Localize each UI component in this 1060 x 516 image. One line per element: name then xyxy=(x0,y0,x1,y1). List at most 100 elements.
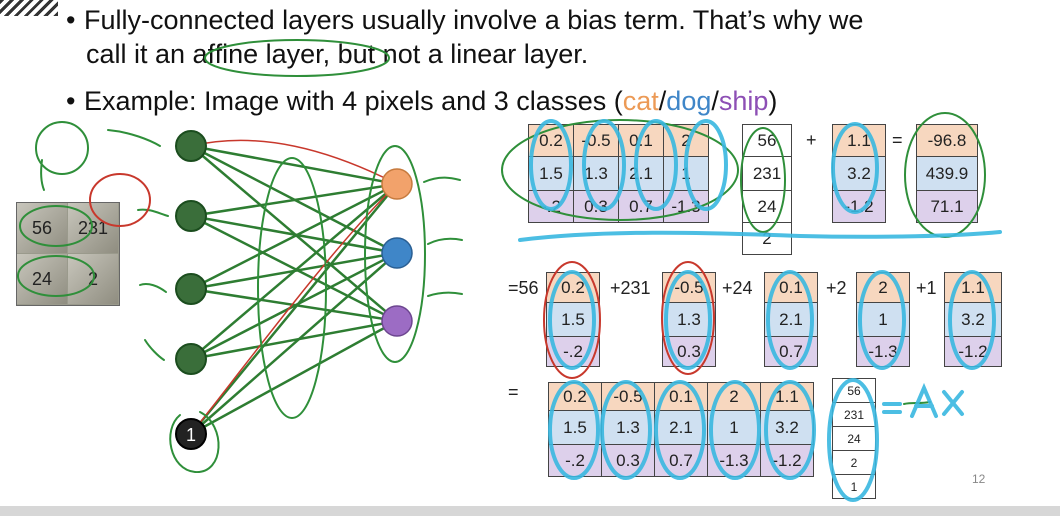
bias-edge xyxy=(190,319,398,436)
bullet2-suffix: ) xyxy=(768,86,778,116)
pixel-cell: 2 xyxy=(68,254,118,304)
weight-edge xyxy=(190,144,398,186)
class-dog: dog xyxy=(666,86,712,116)
highlight-edge xyxy=(190,139,398,185)
cyan-letter-stroke xyxy=(910,382,938,418)
matrix-cell: -.2 xyxy=(528,190,574,223)
vector-cell: 71.1 xyxy=(916,190,978,223)
output-node-cat xyxy=(381,168,413,200)
bullet-line-1-continued: call it an affine layer, but not a linea… xyxy=(86,39,589,69)
bullet-dot: • xyxy=(66,86,76,116)
column-vector: 0.2 1.5 -.2 xyxy=(546,272,600,367)
matrix-cell: -.2 xyxy=(548,444,602,477)
ink-stroke xyxy=(903,401,931,405)
vector-cell: 3.2 xyxy=(944,302,1002,337)
equals-operator: = xyxy=(508,382,519,402)
matrix-cell: 0.2 xyxy=(528,124,574,157)
bias-node-circle xyxy=(169,411,220,474)
ink-stroke xyxy=(137,208,169,217)
matrix-cell: -0.5 xyxy=(601,382,655,411)
ink-stroke xyxy=(139,282,167,293)
pixel-cell: 56 xyxy=(17,203,67,253)
matrix-cell: 1.5 xyxy=(528,156,574,191)
vector-cell: 2 xyxy=(742,222,792,255)
vector-cell: 1.3 xyxy=(662,302,716,337)
vector-cell: 439.9 xyxy=(916,156,978,191)
input-node xyxy=(175,200,207,232)
matrix-cell: 1.3 xyxy=(601,410,655,445)
input-node xyxy=(175,130,207,162)
augmented-input-vector: 56 231 24 2 1 xyxy=(832,378,876,499)
ink-arrow xyxy=(427,237,463,245)
matrix-cell: 0.3 xyxy=(601,444,655,477)
input-node xyxy=(175,343,207,375)
cyan-letter-stroke xyxy=(942,390,964,416)
bullet-line-2: •Example: Image with 4 pixels and 3 clas… xyxy=(66,85,777,118)
vector-cell: 1 xyxy=(856,302,910,337)
matrix-cell: 0.7 xyxy=(618,190,664,223)
weight-edge xyxy=(190,144,398,255)
vector-cell: 0.1 xyxy=(764,272,818,303)
matrix-cell: 1.5 xyxy=(548,410,602,445)
matrix-cell: 0.3 xyxy=(573,190,619,223)
matrix-cell: 1 xyxy=(707,410,761,445)
cat-image-2x2: 56 231 24 2 xyxy=(16,202,120,306)
matrix-cell: 0.1 xyxy=(618,124,664,157)
equals-operator: = xyxy=(892,130,903,150)
output-node-ship xyxy=(381,305,413,337)
bullet-dot: • xyxy=(66,5,76,35)
input-node xyxy=(175,273,207,305)
vector-cell: 56 xyxy=(742,124,792,157)
outputs-circle xyxy=(364,145,426,363)
vector-cell: 1.5 xyxy=(546,302,600,337)
ink-arrow xyxy=(423,176,461,183)
matrix-cell: 2.1 xyxy=(654,410,708,445)
ink-stroke xyxy=(40,159,45,191)
output-node-dog xyxy=(381,237,413,269)
vector-cell: 24 xyxy=(742,190,792,223)
vector-cell: -96.8 xyxy=(916,124,978,157)
column-vector: -0.5 1.3 0.3 xyxy=(662,272,716,367)
vector-cell: 2 xyxy=(832,450,876,475)
pixel-cell: 231 xyxy=(68,203,118,253)
weight-matrix: 0.2 -0.5 0.1 2 1.5 1.3 2.1 1 -.2 0.3 0.7… xyxy=(528,124,709,223)
plus-operator: + xyxy=(806,130,817,150)
weight-edge xyxy=(190,182,398,291)
vector-cell: -0.5 xyxy=(662,272,716,303)
vector-cell: -.2 xyxy=(546,336,600,367)
weight-edge xyxy=(190,183,398,360)
weight-edge xyxy=(190,214,398,255)
matrix-cell: 3.2 xyxy=(760,410,814,445)
weight-edge xyxy=(190,251,398,291)
input-vector: 56 231 24 2 xyxy=(742,124,792,255)
term-coefficient: =56 xyxy=(508,278,539,298)
term-coefficient: +1 xyxy=(916,278,937,298)
vector-cell: 3.2 xyxy=(832,156,886,191)
vector-cell: 231 xyxy=(742,156,792,191)
weight-edge xyxy=(190,251,398,361)
vector-cell: 24 xyxy=(832,426,876,451)
cyan-equals-stroke xyxy=(882,402,902,414)
matrix-cell: -1.3 xyxy=(663,190,709,223)
matrix-cell: -1.2 xyxy=(760,444,814,477)
weights-circle xyxy=(257,157,327,419)
ink-stroke xyxy=(107,129,161,147)
matrix-cell: 0.1 xyxy=(654,382,708,411)
corner-hatch-decoration xyxy=(0,0,58,16)
vector-cell: -1.2 xyxy=(944,336,1002,367)
vector-cell: 231 xyxy=(832,402,876,427)
vector-cell: 56 xyxy=(832,378,876,403)
matrix-cell: 0.7 xyxy=(654,444,708,477)
weight-edge xyxy=(190,145,398,322)
bias-edge xyxy=(190,183,398,435)
highlight-edge xyxy=(190,183,398,435)
class-separator: / xyxy=(711,86,719,116)
bias-node-label: 1 xyxy=(186,425,196,445)
bias-edge xyxy=(190,252,398,435)
pixel-cell: 24 xyxy=(17,254,67,304)
vector-cell: 1.1 xyxy=(832,124,886,157)
class-ship: ship xyxy=(718,86,769,116)
